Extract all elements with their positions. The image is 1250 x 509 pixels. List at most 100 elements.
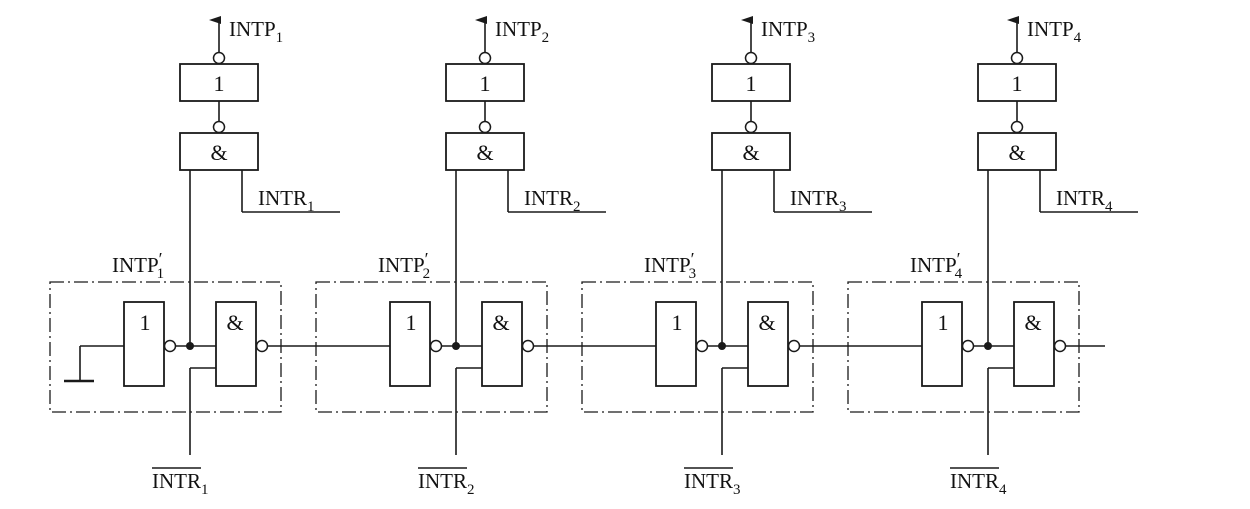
chain-label-intp-prime-text: INTP: [378, 253, 425, 277]
chain-label-intp-prime: INTP′4: [910, 249, 963, 282]
request-label-intr-subscript: 4: [1105, 199, 1113, 215]
chain-and-gate: &: [215, 301, 257, 387]
output-buffer-gate-symbol: 1: [746, 71, 757, 96]
priority-and-inverter-bubble: [478, 120, 492, 134]
chain-and-gate-symbol: &: [492, 310, 509, 335]
request-label-intr-bar: INTR3: [684, 469, 741, 498]
output-label-intp: INTP4: [1027, 17, 1082, 46]
request-label-intr-text: INTR: [790, 186, 839, 210]
chain-label-intp-prime-subscript: 2: [423, 266, 431, 282]
chain-and-gate: &: [747, 301, 789, 387]
output-label-intp-subscript: 3: [808, 30, 816, 46]
priority-and-inverter-bubble: [212, 120, 226, 134]
chain-buffer-inverter-bubble: [429, 339, 443, 353]
chain-label-intp-prime: INTP′3: [644, 249, 696, 282]
chain-and-gate-symbol: &: [226, 310, 243, 335]
chain-label-intp-prime-subscript: 1: [157, 266, 165, 282]
chain-label-intp-prime-subscript: 4: [955, 266, 963, 282]
chain-and-gate: &: [1013, 301, 1055, 387]
output-label-intp: INTP3: [761, 17, 815, 46]
request-label-intr-bar-subscript: 1: [201, 482, 209, 498]
chain-and-gate: &: [481, 301, 523, 387]
request-label-intr: INTR3: [790, 186, 847, 215]
chain-and-gate-symbol: &: [758, 310, 775, 335]
output-label-intp-subscript: 4: [1074, 30, 1082, 46]
request-label-intr-bar-text: INTR: [152, 469, 201, 493]
stage-enclosure: [315, 281, 548, 413]
output-label-intp-text: INTP: [495, 17, 542, 41]
chain-label-intp-prime-prime: ′: [691, 249, 695, 269]
output-buffer-gate-symbol: 1: [214, 71, 225, 96]
output-buffer-gate-symbol: 1: [480, 71, 491, 96]
output-label-intp: INTP2: [495, 17, 549, 46]
request-label-intr-subscript: 2: [573, 199, 581, 215]
chain-and-inverter-bubble: [787, 339, 801, 353]
output-inverter-bubble: [1010, 51, 1024, 65]
output-label-intp-text: INTP: [1027, 17, 1074, 41]
output-buffer-gate: 1: [179, 63, 259, 102]
request-label-intr: INTR1: [258, 186, 315, 215]
chain-buffer-gate: 1: [655, 301, 697, 387]
priority-and-inverter-bubble: [744, 120, 758, 134]
request-label-intr-bar-text: INTR: [950, 469, 999, 493]
request-label-intr-bar-text: INTR: [418, 469, 467, 493]
chain-buffer-gate-symbol: 1: [140, 310, 151, 335]
chain-buffer-gate-symbol: 1: [938, 310, 949, 335]
output-label-intp-text: INTP: [229, 17, 276, 41]
chain-label-intp-prime-text: INTP: [910, 253, 957, 277]
request-label-intr-bar-subscript: 2: [467, 482, 475, 498]
chain-label-intp-prime: INTP′1: [112, 249, 164, 282]
output-buffer-gate: 1: [445, 63, 525, 102]
chain-label-intp-prime-text: INTP: [644, 253, 691, 277]
priority-and-gate: &: [977, 132, 1057, 171]
request-label-intr-text: INTR: [524, 186, 573, 210]
chain-and-gate-symbol: &: [1024, 310, 1041, 335]
chain-and-inverter-bubble: [521, 339, 535, 353]
request-label-intr-text: INTR: [258, 186, 307, 210]
request-label-intr-bar: INTR1: [152, 469, 209, 498]
request-label-intr-bar-subscript: 4: [999, 482, 1007, 498]
chain-buffer-inverter-bubble: [163, 339, 177, 353]
chain-and-inverter-bubble: [255, 339, 269, 353]
priority-and-gate: &: [711, 132, 791, 171]
output-label-intp-text: INTP: [761, 17, 808, 41]
chain-and-inverter-bubble: [1053, 339, 1067, 353]
output-label-intp-subscript: 1: [276, 30, 284, 46]
chain-buffer-gate: 1: [921, 301, 963, 387]
priority-and-gate-symbol: &: [1008, 140, 1025, 165]
chain-buffer-gate: 1: [123, 301, 165, 387]
output-buffer-gate-symbol: 1: [1012, 71, 1023, 96]
request-label-intr-bar: INTR2: [418, 469, 475, 498]
priority-and-gate-symbol: &: [476, 140, 493, 165]
chain-label-intp-prime-text: INTP: [112, 253, 159, 277]
output-inverter-bubble: [478, 51, 492, 65]
output-label-intp-subscript: 2: [542, 30, 550, 46]
request-label-intr-bar: INTR4: [950, 469, 1007, 498]
output-buffer-gate: 1: [977, 63, 1057, 102]
priority-and-inverter-bubble: [1010, 120, 1024, 134]
output-inverter-bubble: [744, 51, 758, 65]
stage-enclosure: [847, 281, 1080, 413]
output-inverter-bubble: [212, 51, 226, 65]
output-label-intp: INTP1: [229, 17, 283, 46]
request-label-intr-bar-text: INTR: [684, 469, 733, 493]
priority-and-gate: &: [179, 132, 259, 171]
chain-label-intp-prime: INTP′2: [378, 249, 430, 282]
request-label-intr: INTR2: [524, 186, 581, 215]
chain-label-intp-prime-prime: ′: [425, 249, 429, 269]
request-label-intr-subscript: 1: [307, 199, 315, 215]
request-label-intr-subscript: 3: [839, 199, 847, 215]
request-label-intr-text: INTR: [1056, 186, 1105, 210]
request-label-intr-bar-subscript: 3: [733, 482, 741, 498]
stage-enclosure: [49, 281, 282, 413]
chain-label-intp-prime-prime: ′: [159, 249, 163, 269]
chain-buffer-inverter-bubble: [695, 339, 709, 353]
stage-enclosure: [581, 281, 814, 413]
chain-buffer-gate: 1: [389, 301, 431, 387]
output-buffer-gate: 1: [711, 63, 791, 102]
chain-buffer-gate-symbol: 1: [672, 310, 683, 335]
